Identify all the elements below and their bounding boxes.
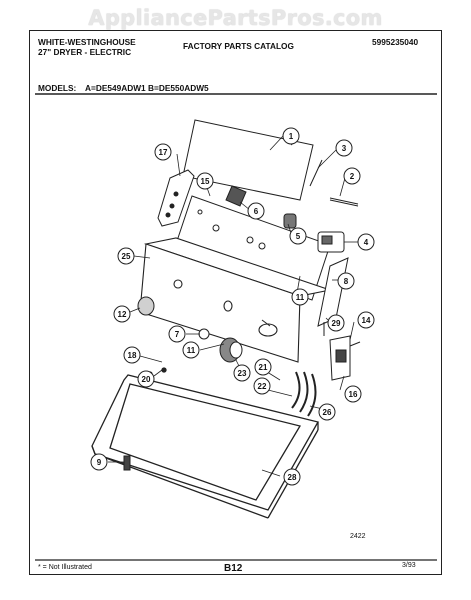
callout-label: 7 [175, 330, 180, 339]
catalog-page-frame [29, 30, 442, 575]
part-control-panel-back [173, 185, 331, 301]
callout-14 [357, 311, 375, 329]
callout-26 [318, 403, 336, 421]
callout-label: 25 [122, 252, 131, 261]
callout-1 [282, 127, 300, 145]
callout-7 [168, 325, 186, 343]
part-bracket-rod [309, 159, 359, 207]
callout-label: 21 [259, 363, 268, 372]
callout-15 [196, 172, 214, 190]
watermark: AppliancePartsPros.com [88, 6, 383, 30]
callout-label: 23 [238, 369, 247, 378]
callout-label: 22 [258, 382, 267, 391]
part-timer [317, 231, 345, 253]
callout-22 [253, 377, 271, 395]
callout-label: 16 [349, 390, 358, 399]
callout-label: 11 [187, 346, 196, 355]
callout-label: 2 [350, 172, 355, 181]
callout-6 [247, 202, 265, 220]
page-number: B12 [224, 563, 243, 574]
callout-12 [113, 305, 131, 323]
callout-9 [90, 453, 108, 471]
callout-11b [182, 341, 200, 359]
models-label: MODELS: [38, 83, 77, 93]
callout-18 [123, 346, 141, 364]
callout-label: 14 [362, 316, 371, 325]
callout-label: 12 [118, 310, 127, 319]
callout-20 [137, 370, 155, 388]
not-illustrated-note: * = Not Illustrated [38, 564, 92, 571]
callout-4 [357, 233, 375, 251]
callout-28 [283, 468, 301, 486]
callout-label: 17 [159, 148, 168, 157]
callout-label: 1 [289, 132, 294, 141]
callout-21 [254, 358, 272, 376]
model-a: A=DE549ADW1 [85, 83, 146, 93]
callout-label: 6 [254, 207, 259, 216]
part-knobs [137, 296, 271, 363]
part-screw [123, 455, 131, 471]
callout-23 [233, 364, 251, 382]
callout-label: 9 [97, 458, 102, 467]
part-harness [291, 371, 317, 417]
product-label: 27" DRYER - ELECTRIC [38, 47, 132, 57]
callout-8 [337, 272, 355, 290]
drawing-number: 2422 [350, 533, 366, 540]
callout-label: 3 [342, 144, 347, 153]
brand-label: WHITE-WESTINGHOUSE [38, 37, 136, 47]
callout-2 [343, 167, 361, 185]
callout-29 [327, 314, 345, 332]
model-b: B=DE550ADW5 [148, 83, 209, 93]
callout-markers [90, 127, 375, 486]
part-top [91, 367, 319, 519]
callout-label: 15 [201, 177, 210, 186]
part-side-bracket [157, 169, 195, 227]
catalog-title: FACTORY PARTS CATALOG [183, 41, 294, 51]
callout-5 [289, 227, 307, 245]
callout-label: 18 [128, 351, 137, 360]
callout-label: 20 [142, 375, 151, 384]
callout-17 [154, 143, 172, 161]
callout-label: 28 [288, 473, 297, 482]
callout-16 [344, 385, 362, 403]
callout-label: 4 [364, 238, 369, 247]
callout-label: 5 [296, 232, 301, 241]
part-door-switch [329, 335, 361, 381]
callout-11a [291, 288, 309, 306]
callout-labels: 1 2 3 4 5 6 7 8 9 11 11 12 14 15 16 17 1… [97, 132, 371, 482]
callout-25 [117, 247, 135, 265]
callout-label: 11 [296, 293, 305, 302]
callout-label: 26 [323, 408, 332, 417]
revision-date: 3/93 [402, 562, 416, 569]
catalog-number: 5995235040 [372, 37, 419, 47]
callout-label: 8 [344, 277, 349, 286]
callout-3 [335, 139, 353, 157]
callout-label: 29 [332, 319, 341, 328]
